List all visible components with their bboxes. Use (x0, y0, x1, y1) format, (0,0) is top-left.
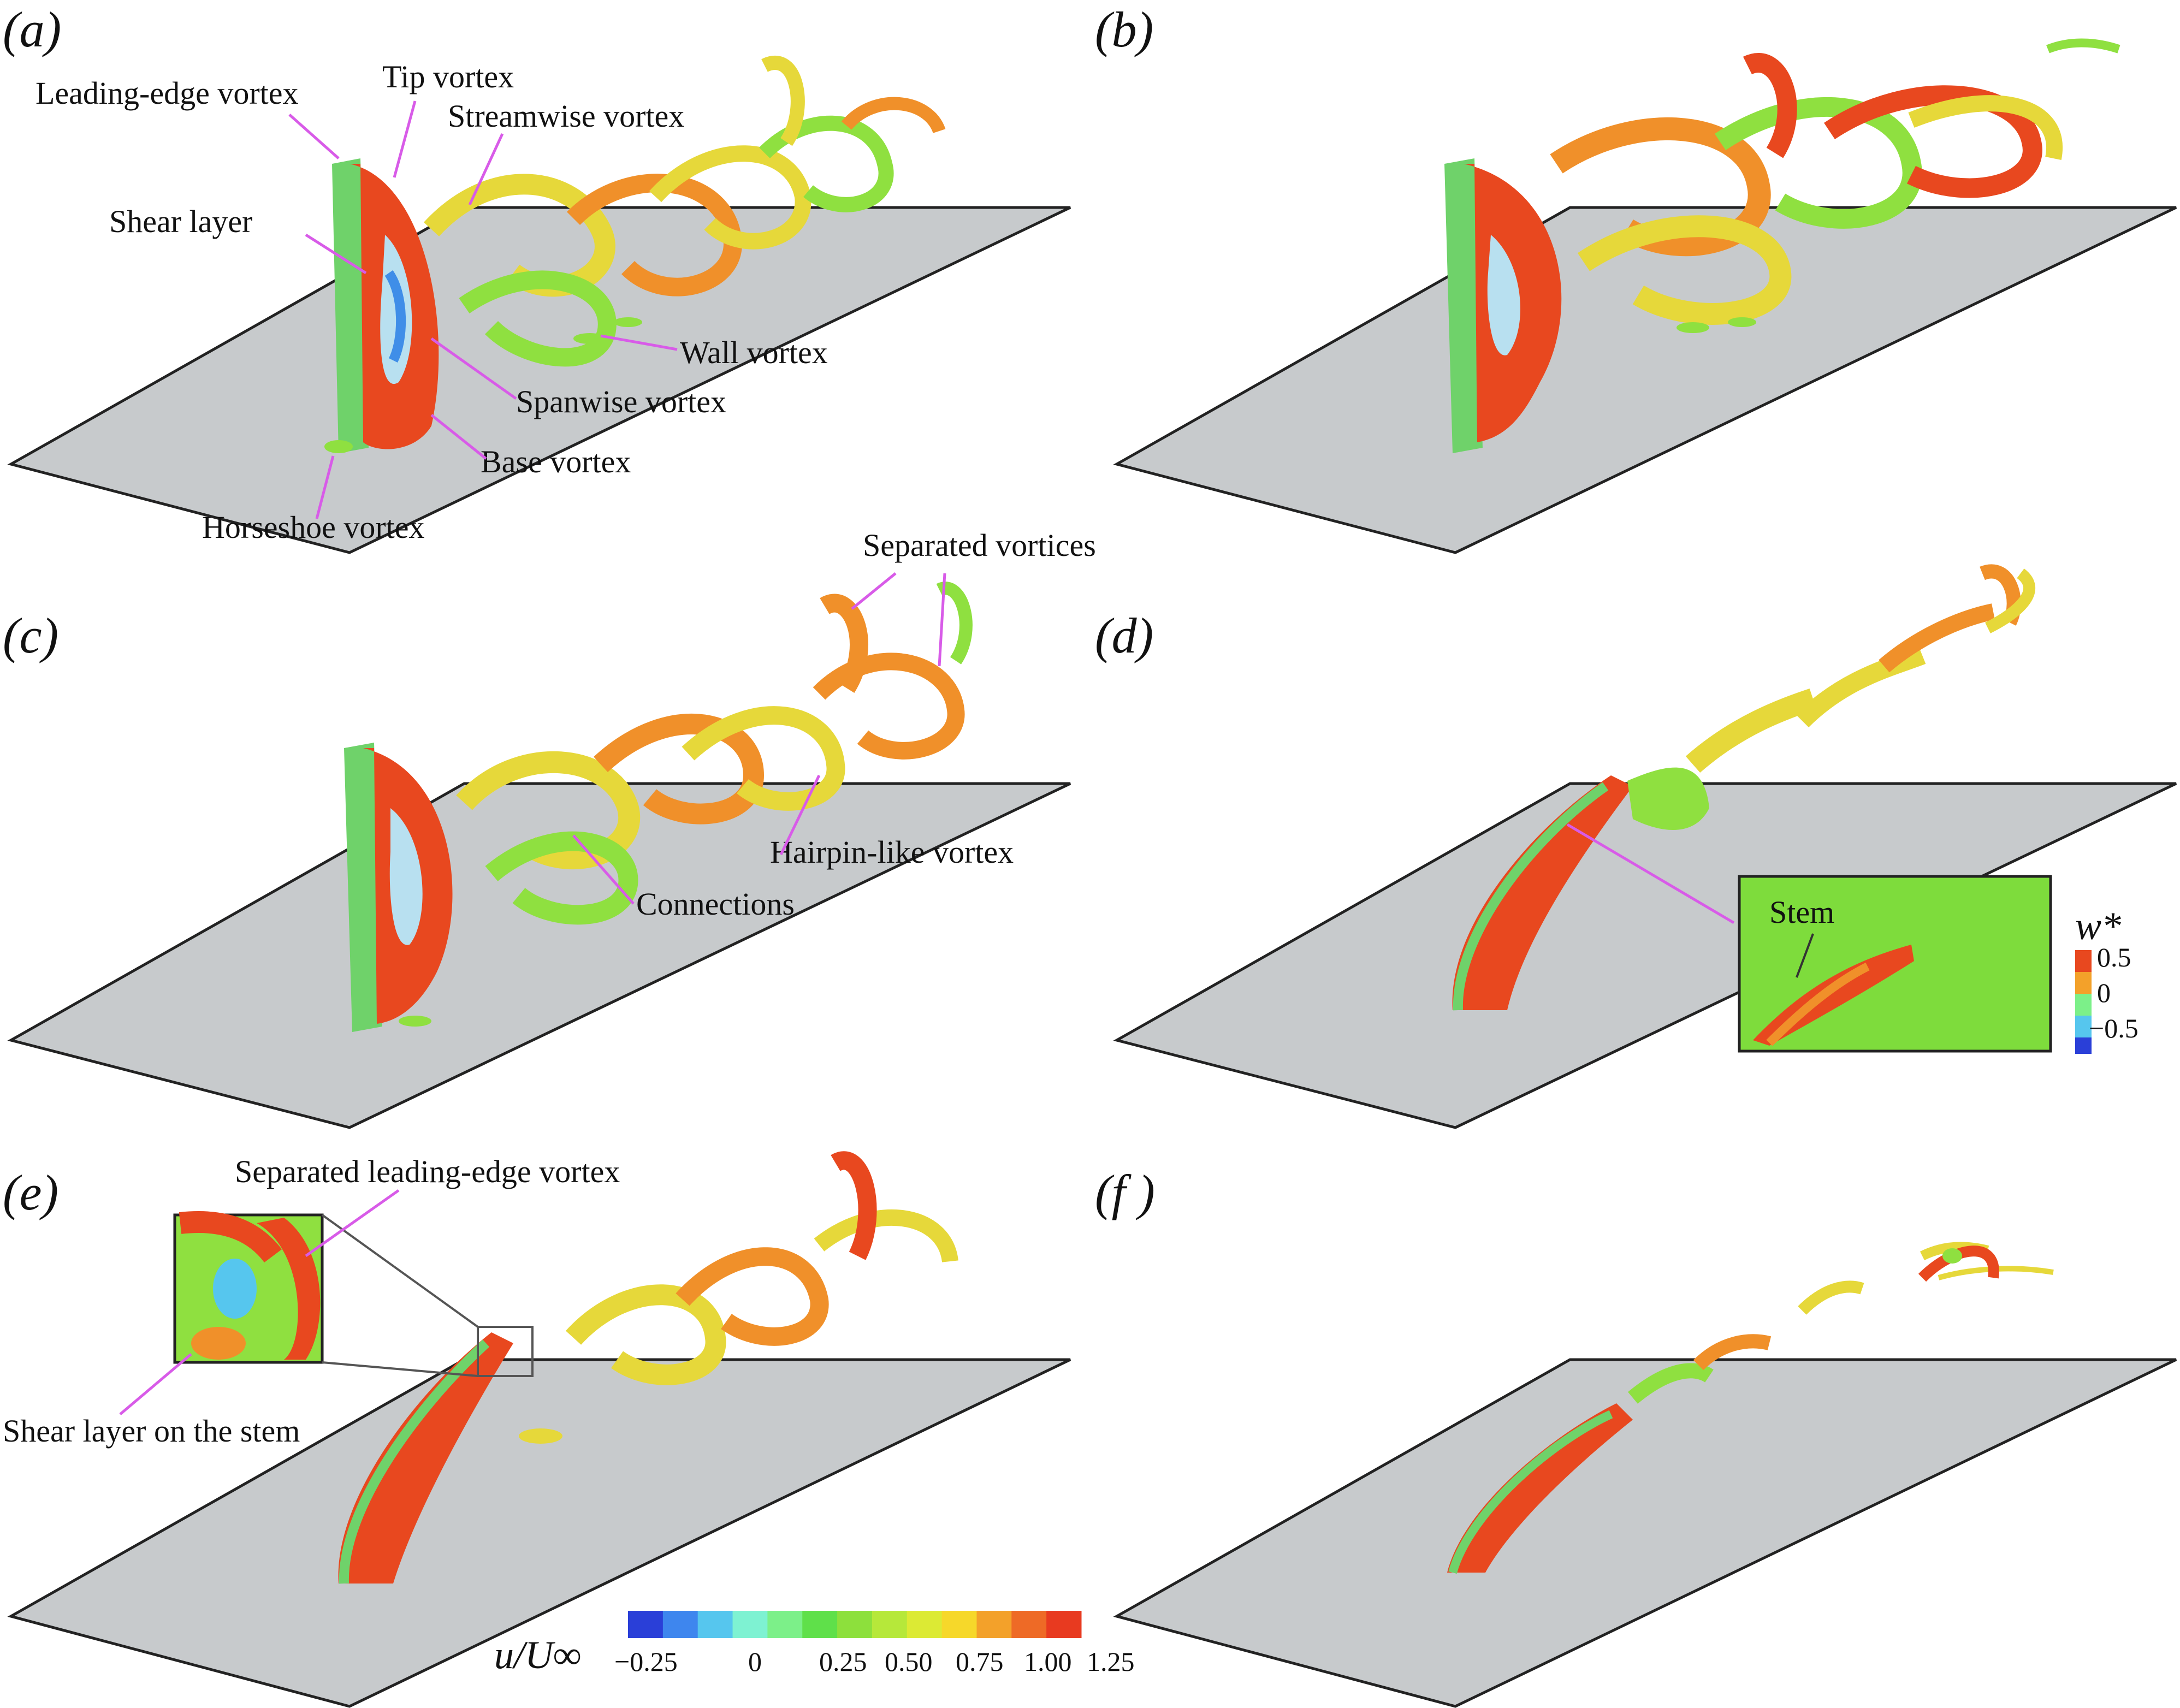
colorbar-swatch (732, 1611, 768, 1638)
label-base-vortex: Base vortex (481, 444, 631, 479)
w-star-inset: Stem (1738, 875, 2052, 1053)
vortex-structures-c (344, 582, 973, 1032)
colorbar-swatches (628, 1611, 1082, 1638)
label-wall-vortex: Wall vortex (680, 335, 828, 370)
vortex-structures-a (324, 56, 946, 453)
panel-label-d: (d) (1095, 608, 1153, 663)
annotation-arrows-a (288, 100, 678, 519)
panel-c: (c) Separated vortices Hairpin-like vort… (3, 527, 1096, 1129)
colorbar-swatch (872, 1611, 908, 1638)
label-hairpin-like-vortex: Hairpin-like vortex (770, 834, 1014, 870)
panel-label-a: (a) (3, 2, 61, 57)
panel-e: (e) Separated leading-edge vortex Shear … (3, 1151, 1071, 1708)
colorbar-tick-neg025: −0.25 (614, 1646, 678, 1677)
inset-tick-low: −0.5 (2089, 1013, 2138, 1043)
colorbar-swatch (837, 1611, 873, 1638)
label-spanwise-vortex: Spanwise vortex (516, 384, 726, 419)
label-leading-edge-vortex: Leading-edge vortex (35, 75, 299, 111)
vortex-structures-e (338, 1151, 958, 1584)
label-tip-vortex: Tip vortex (382, 59, 514, 94)
panel-label-b: (b) (1095, 2, 1153, 57)
colorbar-swatch (1011, 1611, 1047, 1638)
colorbar-title: u/U∞ (494, 1633, 581, 1677)
colorbar-tick-050: 0.50 (885, 1646, 933, 1677)
panel-b: (b) (1095, 2, 2177, 554)
inset-colorbar-title: w* (2075, 904, 2121, 948)
vortex-structures-b (1444, 38, 2120, 453)
label-shear-layer-on-stem: Shear layer on the stem (3, 1413, 300, 1449)
inset-tick-mid: 0 (2097, 977, 2111, 1008)
label-stem: Stem (1769, 894, 1834, 930)
vortex-structures-d (1452, 564, 2036, 1011)
label-connections: Connections (636, 886, 795, 922)
panel-a: (a) Leading-edge vortex Tip vortex Strea… (3, 2, 1071, 554)
ground-plate-d (1113, 782, 2177, 1129)
colorbar-swatch (697, 1611, 733, 1638)
vortex-structures-f (1447, 1242, 2054, 1574)
colorbar-tick-025: 0.25 (819, 1646, 867, 1677)
inset-arrow-d (1566, 823, 1735, 924)
colorbar-swatch (662, 1611, 698, 1638)
label-shear-layer: Shear layer (109, 204, 252, 239)
colorbar-tick-0: 0 (748, 1646, 762, 1677)
ground-plate-f (1113, 1358, 2177, 1708)
panel-f: (f ) (1095, 1165, 2177, 1708)
label-separated-vortices: Separated vortices (863, 527, 1096, 563)
panel-label-e: (e) (3, 1165, 58, 1220)
colorbar-swatch (941, 1611, 977, 1638)
colorbar-tick-100: 1.00 (1024, 1646, 1072, 1677)
inset-tick-high: 0.5 (2097, 942, 2131, 972)
panel-label-c: (c) (3, 608, 58, 663)
ground-plate-c (7, 782, 1071, 1129)
colorbar: u/U∞ −0.25 0 0.25 0.50 0.75 1.00 1.25 (494, 1611, 1135, 1677)
colorbar-swatch (907, 1611, 943, 1638)
colorbar-swatch (802, 1611, 838, 1638)
label-separated-leading-edge-vortex: Separated leading-edge vortex (235, 1154, 620, 1189)
colorbar-swatch (767, 1611, 803, 1638)
panel-d: Stem w* 0.5 0 −0.5 (d) (1095, 564, 2177, 1129)
colorbar-swatch (628, 1611, 664, 1638)
label-horseshoe-vortex: Horseshoe vortex (202, 509, 425, 545)
ground-plate-e (7, 1358, 1071, 1708)
colorbar-swatch (1046, 1611, 1082, 1638)
label-streamwise-vortex: Streamwise vortex (448, 98, 684, 134)
panel-label-f: (f ) (1095, 1165, 1155, 1220)
zoom-inset-e (173, 1211, 534, 1377)
w-star-colorbar: w* 0.5 0 −0.5 (2075, 904, 2138, 1054)
annotation-arrows-c (572, 572, 946, 905)
annotation-arrows-e (119, 1189, 400, 1415)
colorbar-tick-125: 1.25 (1087, 1646, 1135, 1677)
colorbar-tick-075: 0.75 (956, 1646, 1004, 1677)
colorbar-swatch (976, 1611, 1012, 1638)
ground-plate-a (7, 206, 1071, 554)
ground-plate-b (1113, 206, 2177, 554)
